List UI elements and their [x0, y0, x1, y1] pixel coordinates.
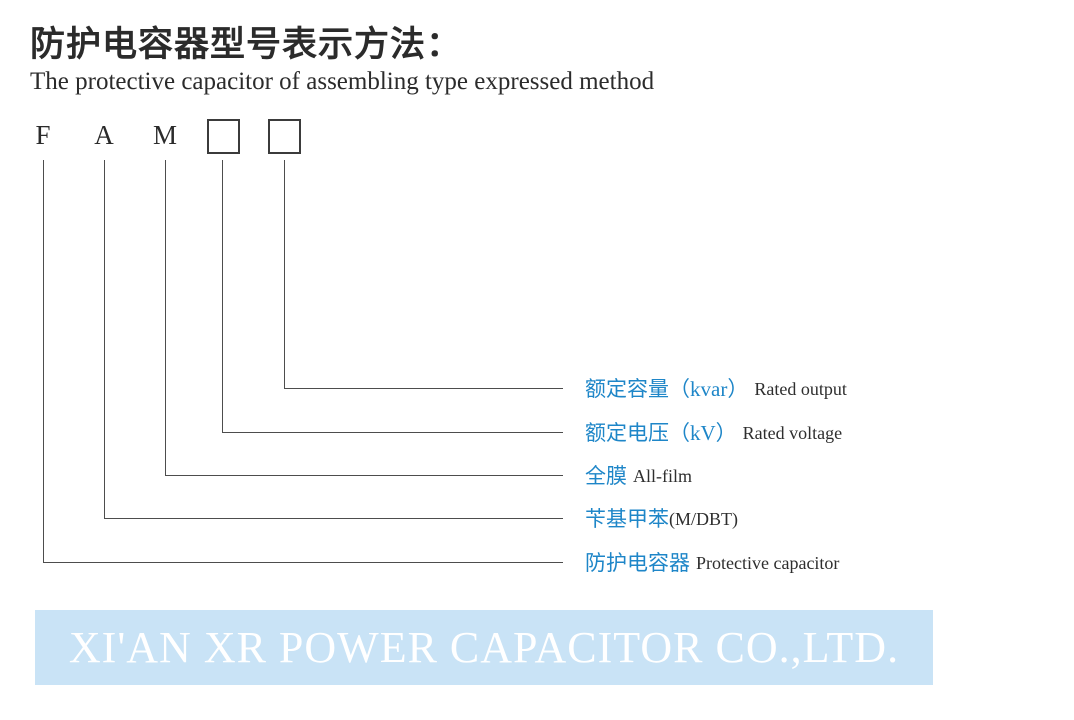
- company-name: XI'AN XR POWER CAPACITOR CO.,LTD.: [68, 623, 900, 672]
- connector-rated-output: [284, 160, 563, 389]
- label-all-film: 全膜 All-film: [585, 463, 692, 489]
- label-rated-voltage-en: Rated voltage: [742, 423, 843, 443]
- label-rated-output-en: Rated output: [754, 379, 847, 399]
- code-box-rated-voltage: [207, 119, 240, 154]
- connector-rated-voltage: [222, 160, 563, 433]
- label-protective-capacitor-en: Protective capacitor: [696, 553, 840, 573]
- connector-mdbt: [104, 160, 563, 519]
- code-letter-f: F: [35, 120, 51, 150]
- label-rated-voltage-zh: 额定电压（kV）: [585, 421, 737, 445]
- company-banner: XI'AN XR POWER CAPACITOR CO.,LTD.: [35, 610, 933, 685]
- label-mdbt-zh: 苄基甲苯: [585, 507, 669, 531]
- connector-protective-capacitor: [43, 160, 563, 563]
- label-rated-output-zh: 额定容量（kvar）: [585, 377, 749, 401]
- label-protective-capacitor: 防护电容器 Protective capacitor: [585, 550, 839, 576]
- label-protective-capacitor-zh: 防护电容器: [585, 551, 690, 575]
- label-rated-voltage: 额定电压（kV）Rated voltage: [585, 420, 842, 446]
- label-rated-output: 额定容量（kvar）Rated output: [585, 376, 847, 402]
- connector-all-film: [165, 160, 563, 476]
- page-subtitle: The protective capacitor of assembling t…: [30, 68, 655, 95]
- label-mdbt: 苄基甲苯(M/DBT): [585, 506, 738, 532]
- page-title: 防护电容器型号表示方法：: [30, 25, 463, 64]
- code-letter-a: A: [94, 120, 114, 150]
- label-mdbt-en: (M/DBT): [669, 509, 738, 529]
- code-box-rated-output: [268, 119, 301, 154]
- label-all-film-en: All-film: [633, 466, 692, 486]
- code-letter-m: M: [152, 120, 177, 150]
- label-all-film-zh: 全膜: [585, 464, 627, 488]
